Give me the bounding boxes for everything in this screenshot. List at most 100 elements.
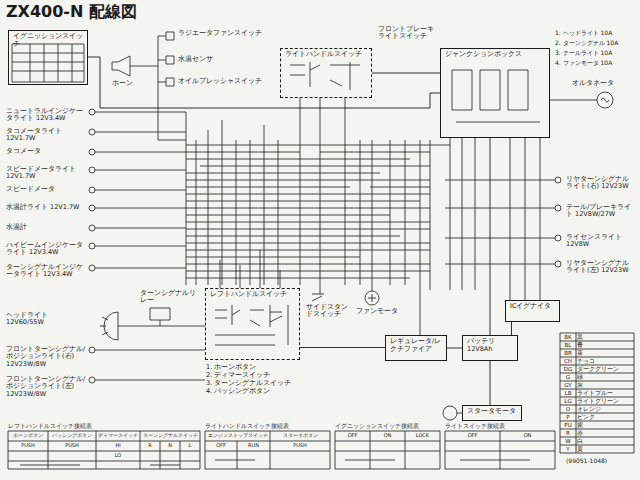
table-cell: HI — [97, 443, 139, 449]
color-code-cell: 黄 — [577, 446, 633, 452]
wire — [372, 73, 440, 74]
part-label: 3. テールライト 10A — [555, 50, 612, 57]
part-label: ライセンスライト 12V8W — [566, 234, 634, 249]
table-cell: PUSH — [271, 443, 329, 449]
color-code-cell: 青 — [577, 342, 633, 348]
part-number: (99051-1048) — [566, 458, 607, 465]
table-cell: スタータボタン — [271, 433, 329, 439]
table-cell: L — [181, 443, 199, 449]
table-cell: ディマースイッチ — [97, 433, 139, 439]
part-label: ラジエータファンスイッチ — [178, 30, 262, 37]
part-label: 2. ディマースイッチ — [206, 372, 270, 379]
part-label: オルタネータ — [572, 80, 614, 87]
component-box: ジャンクションボックス — [440, 48, 550, 138]
table-cell: ライトスイッチ接続表 — [445, 423, 505, 429]
wire — [447, 348, 462, 349]
color-code-cell: DG — [561, 366, 575, 372]
color-code-cell: CH — [561, 358, 575, 364]
part-label: フロントターンシグナル/ポジションライト(左) 12V23W/8W — [6, 376, 86, 398]
component-name: ジャンクションボックス — [445, 51, 545, 59]
table-cell: ON — [501, 433, 554, 439]
part-label: ターンシグナルリレー — [140, 290, 202, 305]
wire — [490, 138, 491, 335]
ignition-switch-grid — [12, 44, 84, 82]
component-name: ライトハンドルスイッチ — [285, 51, 367, 59]
part-label: 2. ターンシグナル 10A — [555, 40, 618, 47]
color-code-cell: LB — [561, 390, 575, 396]
color-code-cell: 黒 — [577, 334, 633, 340]
component-name: バッテリ 12V8Ah — [467, 338, 513, 354]
part-label: フロントブレーキライトスイッチ — [378, 26, 436, 41]
color-code-cell: PU — [561, 422, 575, 428]
color-code-cell: ライトブルー — [577, 390, 633, 396]
color-code-cell: オレンジ — [577, 406, 633, 412]
table-cell: PUSH — [9, 443, 47, 449]
table-cell: エンジンストップスイッチ — [206, 433, 269, 439]
lamp-leads — [95, 36, 205, 380]
color-code-cell: GY — [561, 382, 575, 388]
color-code-cell: LG — [561, 398, 575, 404]
left-handle-switch-symbols — [215, 305, 288, 345]
part-label: ホーン — [112, 80, 133, 87]
component-name: レフトハンドルスイッチ — [210, 291, 295, 299]
color-code-cell: 赤 — [577, 430, 633, 436]
wire — [490, 361, 491, 405]
table-cell: LOCK — [406, 433, 439, 439]
sensor-symbols — [166, 32, 174, 86]
table-cell: イグニッションスイッチ接続表 — [335, 423, 419, 429]
component-box: レギュレータ/レクチファイア — [385, 335, 447, 361]
table-cell: ホーンボタン — [9, 433, 47, 439]
component-box: ライトハンドルスイッチ — [280, 48, 372, 98]
relay-symbol — [150, 308, 170, 320]
part-label: ヘッドライト 12V60/55W — [6, 312, 86, 327]
color-code-cell: BL — [561, 342, 575, 348]
part-label: リヤターンシグナルライト(右) 12V23W — [566, 176, 634, 191]
color-code-cell: Y — [561, 446, 575, 452]
color-code-cell: ライトグリーン — [577, 398, 633, 404]
component-box: スタータモータ — [462, 405, 522, 421]
part-label: 水温計ライト 12V1.7W — [6, 204, 86, 211]
component-name: スタータモータ — [467, 408, 517, 416]
part-label: ファンモータ — [356, 308, 398, 315]
component-box: ICイグナイタ — [505, 300, 560, 322]
part-label: ターンシグナルインジケータライト 12V3.4W — [6, 264, 86, 279]
color-code-cell: チョコ — [577, 358, 633, 364]
table-cell: N — [161, 443, 179, 449]
right-handle-switch-symbols — [290, 62, 360, 90]
part-label: 3. ターンシグナルスイッチ — [206, 380, 291, 387]
part-label: 1. ホーンボタン — [206, 364, 256, 371]
side-stand-switch-symbol — [312, 294, 324, 301]
part-label: ニュートラルインジケータライト 12V3.4W — [6, 108, 86, 123]
color-code-cell: BK — [561, 334, 575, 340]
part-label: 水温計 — [6, 224, 86, 231]
component-box: バッテリ 12V8Ah — [462, 335, 518, 361]
color-code-cell: 紫 — [577, 422, 633, 428]
color-code-cell: 白 — [577, 438, 633, 444]
wire — [511, 322, 512, 335]
part-label: タコメータ — [6, 148, 86, 155]
color-code-cell: 緑 — [577, 374, 633, 380]
component-box: レフトハンドルスイッチ — [205, 288, 300, 360]
table-cell: ライトハンドルスイッチ接続表 — [205, 423, 289, 429]
table-cell: ターンシグナルスイッチ — [141, 433, 199, 439]
part-label: タコメータライト 12V1.7W — [6, 128, 86, 143]
color-code-cell: G — [561, 374, 575, 380]
part-label: フロントターンシグナル/ポジションライト(右) 12V23W/8W — [6, 346, 86, 368]
fuse-symbols — [452, 70, 540, 122]
horn-symbol — [112, 56, 130, 76]
table-cell: レフトハンドルスイッチ接続表 — [8, 423, 92, 429]
component-name: イグニッションスイッチ — [13, 33, 83, 49]
table-cell: LO — [97, 453, 139, 459]
part-label: スピードメータライト 12V1.7W — [6, 166, 86, 181]
table-cell: OFF — [446, 433, 499, 439]
component-box: イグニッションスイッチ — [8, 30, 88, 85]
part-label: リヤターンシグナルライト(左) 12V23W — [566, 260, 634, 275]
part-label: 4. ファンモータ 10A — [555, 60, 612, 67]
color-code-cell: ピンク — [577, 414, 633, 420]
color-code-cell: BR — [561, 350, 575, 356]
table-cell: OFF — [206, 443, 236, 449]
switch-tables — [8, 431, 555, 469]
fan-motor-symbol — [365, 291, 379, 305]
